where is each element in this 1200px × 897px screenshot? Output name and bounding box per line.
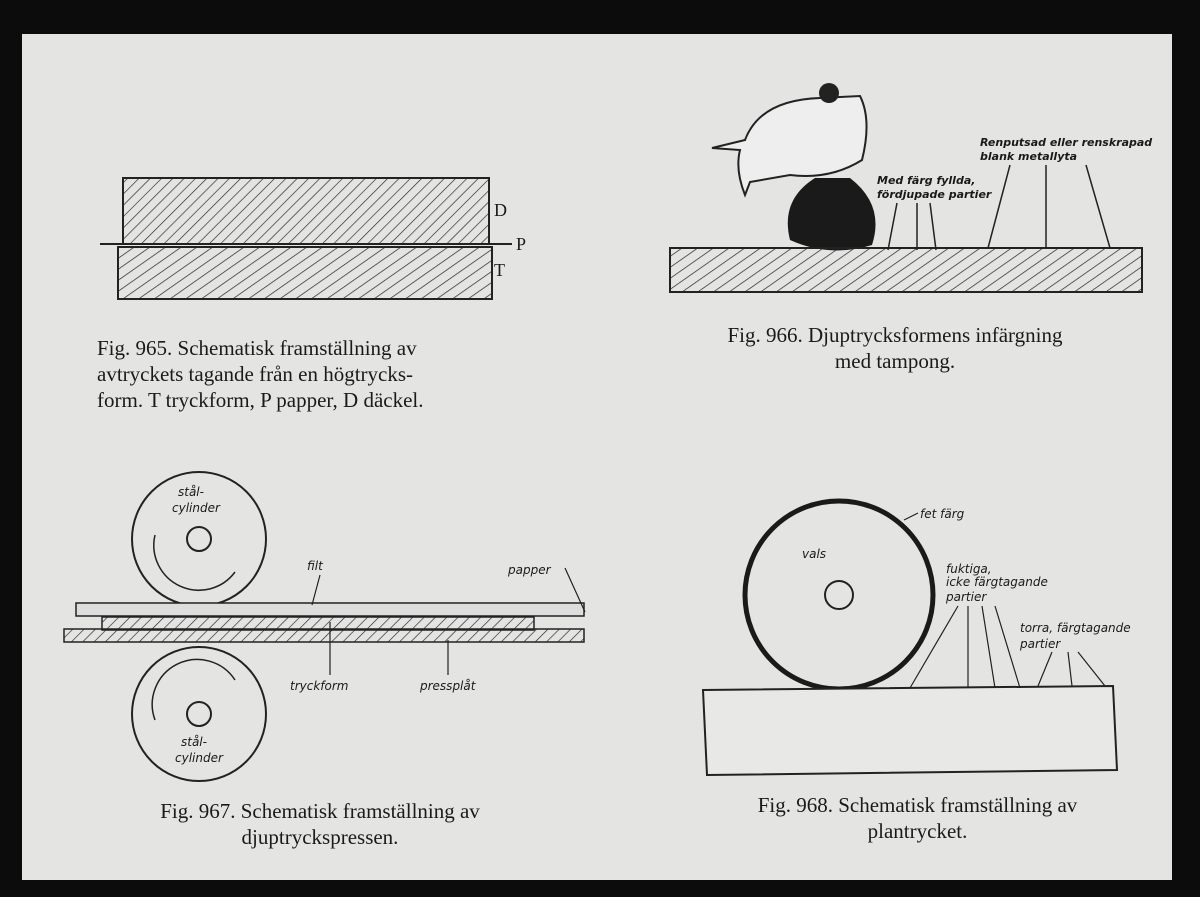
caption-line: djuptryckspressen. — [241, 825, 399, 849]
label-clean-2: blank metallyta — [980, 150, 1077, 163]
caption-line: Fig. 967. Schematisk framställning av — [160, 799, 480, 823]
label-vals: vals — [802, 547, 826, 561]
fig968-caption: Fig. 968. Schematisk framställning av pl… — [695, 792, 1140, 844]
label-pressplat: pressplåt — [419, 679, 477, 693]
label-t: T — [494, 260, 505, 280]
tampon-knob — [819, 83, 839, 103]
fig968-diagram: vals fet färg fuktiga, icke färgtagande … — [701, 498, 1131, 777]
rotation-arrow-icon — [151, 658, 236, 721]
label-filled-2: fördjupade partier — [877, 188, 992, 201]
label-clean-1: Renputsad eller renskrapad — [980, 136, 1152, 149]
caption-line: plantrycket. — [867, 819, 968, 843]
bottom-cylinder — [131, 646, 267, 782]
dackel-block — [122, 177, 490, 245]
label-cyl-top-2: cylinder — [172, 501, 221, 515]
caption-line: Fig. 965. Schematisk framställning av — [97, 336, 417, 360]
caption-line: avtryckets tagande från en högtrycks- — [97, 362, 414, 386]
label-papper: papper — [507, 563, 552, 577]
fig965-caption: Fig. 965. Schematisk framställning av av… — [97, 335, 424, 413]
label-torra-2: partier — [1019, 637, 1061, 651]
pressplat-layer — [63, 628, 585, 643]
tryckform-block — [117, 246, 493, 300]
label-fuktiga-2: icke färgtagande — [946, 575, 1048, 589]
caption-line: Fig. 968. Schematisk framställning av — [757, 793, 1078, 817]
label-p: P — [516, 234, 526, 254]
caption-line: med tampong. — [834, 349, 956, 373]
fig966-diagram: Med färg fyllda, fördjupade partier Renp… — [669, 83, 1152, 293]
fig965-diagram: D P T — [100, 177, 526, 300]
label-torra-1: torra, färgtagande — [1020, 621, 1131, 635]
fig967-diagram: stål- cylinder stål- cylinder filt pappe… — [63, 471, 586, 782]
stone-plate — [701, 684, 1119, 777]
caption-line: Fig. 966. Djuptrycksformens infärgning — [727, 323, 1063, 347]
label-tryckform: tryckform — [290, 679, 348, 693]
tryckform-layer — [101, 616, 535, 631]
label-fet: fet färg — [920, 507, 965, 521]
djuptrycksform-block — [669, 247, 1143, 293]
rotation-arrow-icon — [153, 534, 236, 591]
label-filled-1: Med färg fyllda, — [877, 174, 975, 187]
label-filt: filt — [307, 559, 324, 573]
caption-line: form. T tryckform, P papper, D däckel. — [97, 388, 424, 412]
fig966-caption: Fig. 966. Djuptrycksformens infärgning m… — [665, 322, 1125, 374]
label-fuktiga-3: partier — [945, 590, 987, 604]
label-cyl-top-1: stål- — [178, 485, 204, 499]
label-cyl-bot-1: stål- — [181, 735, 207, 749]
fig967-caption: Fig. 967. Schematisk framställning av dj… — [100, 798, 540, 850]
hand-icon — [711, 94, 868, 198]
label-d: D — [494, 200, 507, 220]
label-fuktiga-1: fuktiga, — [946, 562, 992, 576]
filt-layer — [75, 602, 585, 617]
vals-roller — [742, 498, 936, 692]
tampon-icon — [787, 178, 876, 251]
label-cyl-bot-2: cylinder — [175, 751, 224, 765]
